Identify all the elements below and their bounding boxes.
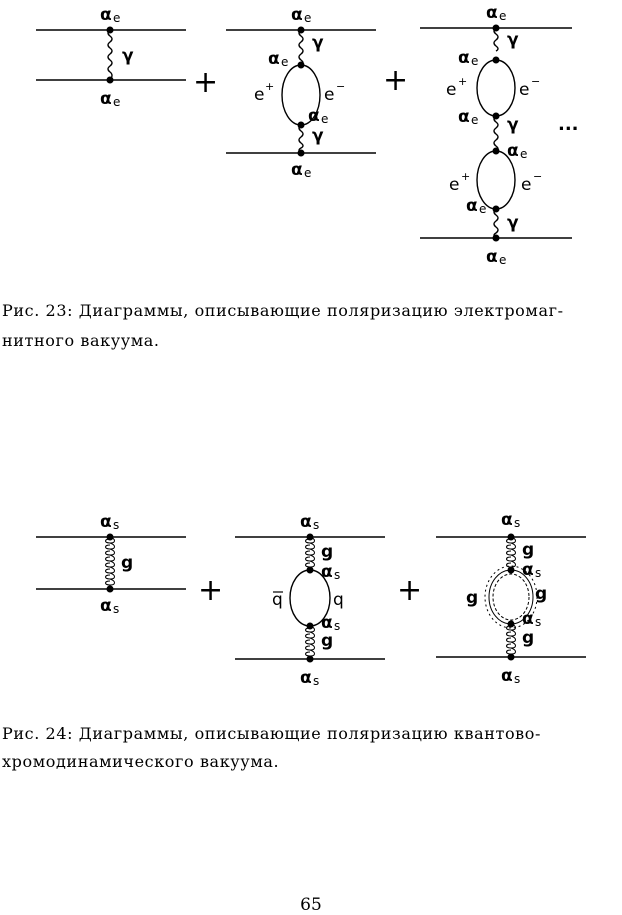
sub-e-label: e: [321, 112, 328, 126]
fig23-diagram-1: [36, 29, 186, 81]
sub-s-label: s: [535, 566, 541, 580]
sup-plus: +: [458, 75, 467, 88]
e-label: e: [254, 85, 264, 105]
sub-e-label: e: [113, 11, 120, 25]
gamma-label: γ: [312, 33, 324, 53]
alpha-label: α: [522, 560, 534, 580]
gamma-label: γ: [507, 30, 519, 50]
fig24-diagram-1: [36, 536, 186, 590]
alpha-label: α: [321, 613, 333, 633]
plus-sign: +: [397, 573, 422, 608]
fig24-diagram-2: [235, 536, 385, 660]
sub-s-label: s: [535, 615, 541, 629]
figure24-caption-line1: Рис. 24: Диаграммы, описывающие поляриза…: [2, 724, 542, 743]
g-label: g: [321, 631, 333, 651]
g-label: g: [522, 628, 534, 648]
g-label: g: [121, 553, 133, 573]
sub-e-label: e: [471, 113, 478, 127]
figure23-caption-line2: нитного вакуума.: [2, 331, 160, 350]
sub-s-label: s: [514, 516, 520, 530]
alpha-label: α: [466, 196, 478, 216]
sub-e-label: e: [281, 55, 288, 69]
plus-sign: +: [198, 573, 223, 608]
fig23-diagram-2: [226, 29, 376, 154]
alpha-label: α: [291, 5, 303, 25]
e-label: e: [521, 175, 531, 195]
alpha-label: α: [458, 48, 470, 68]
gamma-label: γ: [312, 126, 324, 146]
g-label: g: [466, 588, 478, 608]
alpha-label: α: [501, 666, 513, 686]
sub-e-label: e: [471, 54, 478, 68]
plus-sign: +: [383, 63, 408, 98]
sub-e-label: e: [479, 202, 486, 216]
sup-minus: −: [533, 170, 542, 183]
fig24-diagram-3: [436, 536, 586, 658]
figure24-caption-line2: хромодинамического вакуума.: [2, 752, 280, 771]
alpha-label: α: [458, 107, 470, 127]
sub-e-label: e: [499, 9, 506, 23]
alpha-label: α: [486, 3, 498, 23]
plus-sign: +: [193, 65, 218, 100]
alpha-label: α: [268, 49, 280, 69]
fig24-labels: α s g α s + α s g α s q q α s g α s + α …: [100, 510, 547, 688]
g-label: g: [535, 584, 547, 604]
sup-minus: −: [336, 80, 345, 93]
q-label: q: [333, 590, 344, 610]
gamma-label: γ: [507, 213, 519, 233]
sup-plus: +: [265, 80, 274, 93]
page-number: 65: [300, 895, 322, 915]
alpha-label: α: [100, 89, 112, 109]
sub-e-label: e: [499, 253, 506, 267]
gamma-label: γ: [507, 115, 519, 135]
ellipsis-label: ...: [558, 114, 579, 135]
sup-minus: −: [531, 75, 540, 88]
figure23-caption-line1: Рис. 23: Диаграммы, описывающие поляриза…: [2, 301, 564, 320]
alpha-label: α: [100, 5, 112, 25]
alpha-label: α: [308, 106, 320, 126]
gamma-label: γ: [122, 46, 134, 66]
alpha-label: α: [501, 510, 513, 530]
sub-s-label: s: [113, 518, 119, 532]
alpha-label: α: [300, 512, 312, 532]
alpha-label: α: [507, 141, 519, 161]
alpha-label: α: [100, 512, 112, 532]
e-label: e: [519, 80, 529, 100]
sub-s-label: s: [334, 568, 340, 582]
sub-s-label: s: [113, 602, 119, 616]
qbar-label: q: [272, 590, 283, 610]
alpha-label: α: [291, 160, 303, 180]
alpha-label: α: [300, 668, 312, 688]
e-label: e: [449, 175, 459, 195]
g-label: g: [522, 540, 534, 560]
e-label: e: [446, 80, 456, 100]
sub-s-label: s: [514, 672, 520, 686]
sub-e-label: e: [520, 147, 527, 161]
fig23-labels: α e γ α e + α e γ α e e + e − α e γ α e …: [100, 3, 579, 267]
sup-plus: +: [461, 170, 470, 183]
g-label: g: [321, 542, 333, 562]
alpha-label: α: [522, 609, 534, 629]
sub-e-label: e: [304, 11, 311, 25]
sub-s-label: s: [313, 674, 319, 688]
alpha-label: α: [321, 562, 333, 582]
alpha-label: α: [100, 596, 112, 616]
sub-s-label: s: [334, 619, 340, 633]
fig23-diagram-3: [420, 27, 572, 239]
e-label: e: [324, 85, 334, 105]
sub-e-label: e: [304, 166, 311, 180]
vertex-dots: [106, 24, 515, 663]
sub-e-label: e: [113, 95, 120, 109]
alpha-label: α: [486, 247, 498, 267]
sub-s-label: s: [313, 518, 319, 532]
